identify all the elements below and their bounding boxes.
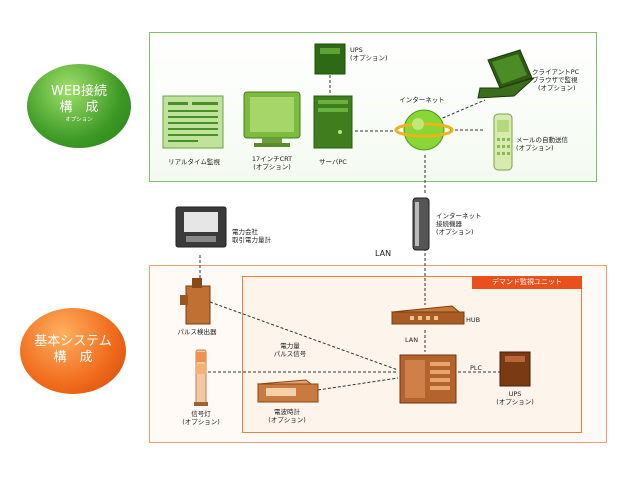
internet-globe-icon [394,109,454,151]
connection-lines [199,75,500,391]
label-hub: HUB [466,316,481,324]
label-client-1: クライアントPC [532,68,580,76]
label-signal-2: (オプション) [182,418,220,426]
label-inet-dev-1: インターネット [436,212,482,220]
label-client-3: (オプション) [538,84,576,92]
web-badge-sub: オプション [65,117,93,123]
server-pc-icon [313,95,353,149]
label-lan-top: LAN [375,249,392,258]
web-badge-line2: 構 成 [59,100,99,115]
label-clock-2: (オプション) [268,416,306,424]
hub-icon [390,305,466,325]
label-mail-1: メールの自動送信 [516,136,568,144]
label-ups-bottom-2: (オプション) [496,398,534,406]
pulse-signal-line [209,301,399,371]
label-inet-dev-3: (オプション) [436,228,474,236]
internet-device-icon [412,197,430,251]
basic-config-badge: 基本システム 構 成 [20,308,126,394]
client-laptop-icon [477,49,535,99]
demand-unit-title: デマンド監視ユニット [472,276,582,289]
label-plc: PLC [470,364,483,372]
ups-bottom-icon [499,351,531,387]
web-badge-line1: WEB接続 [51,84,107,99]
label-inet-dev-2: 接続機器 [436,220,462,228]
label-ups-top-1: UPS [350,46,363,54]
label-meter-1: 電力会社 [232,228,258,236]
label-ups-top-2: (オプション) [350,54,388,62]
label-lan-mid: LAN [405,336,419,344]
label-meter-2: 取引電力量計 [232,236,271,244]
pulse-detector-icon [180,278,211,325]
mobile-phone-icon [493,113,513,171]
label-ups-bottom-1: UPS [508,390,522,398]
label-power-2: パルス信号 [273,350,307,358]
demand-controller-icon [399,354,457,404]
signal-lamp-icon [194,349,208,406]
basic-badge-line2: 構 成 [53,350,93,365]
radio-clock-icon [256,379,320,403]
label-mail-2: (オプション) [516,144,554,152]
internet-client-line [437,99,486,121]
label-power-1: 電力量 [280,342,300,350]
label-client-2: ブラウザで監視 [532,76,578,84]
label-internet: インターネット [399,96,445,104]
label-pulse-detector: パルス検出器 [177,328,217,336]
power-meter-icon [175,206,227,248]
crt-monitor-icon [243,91,301,147]
label-crt-2: (オプション) [253,163,291,171]
label-signal-1: 信号灯 [191,410,211,418]
label-server: サーバPC [319,158,347,166]
label-crt-1: 17インチCRT [251,155,293,163]
clock-line [317,377,399,391]
realtime-monitor-icon [162,95,224,149]
ups-top-icon [314,43,346,75]
web-config-badge: WEB接続 構 成 オプション [27,64,131,148]
basic-badge-line1: 基本システム [34,334,112,349]
label-clock-1: 電波時計 [274,408,300,416]
label-realtime: リアルタイム監視 [168,158,220,166]
